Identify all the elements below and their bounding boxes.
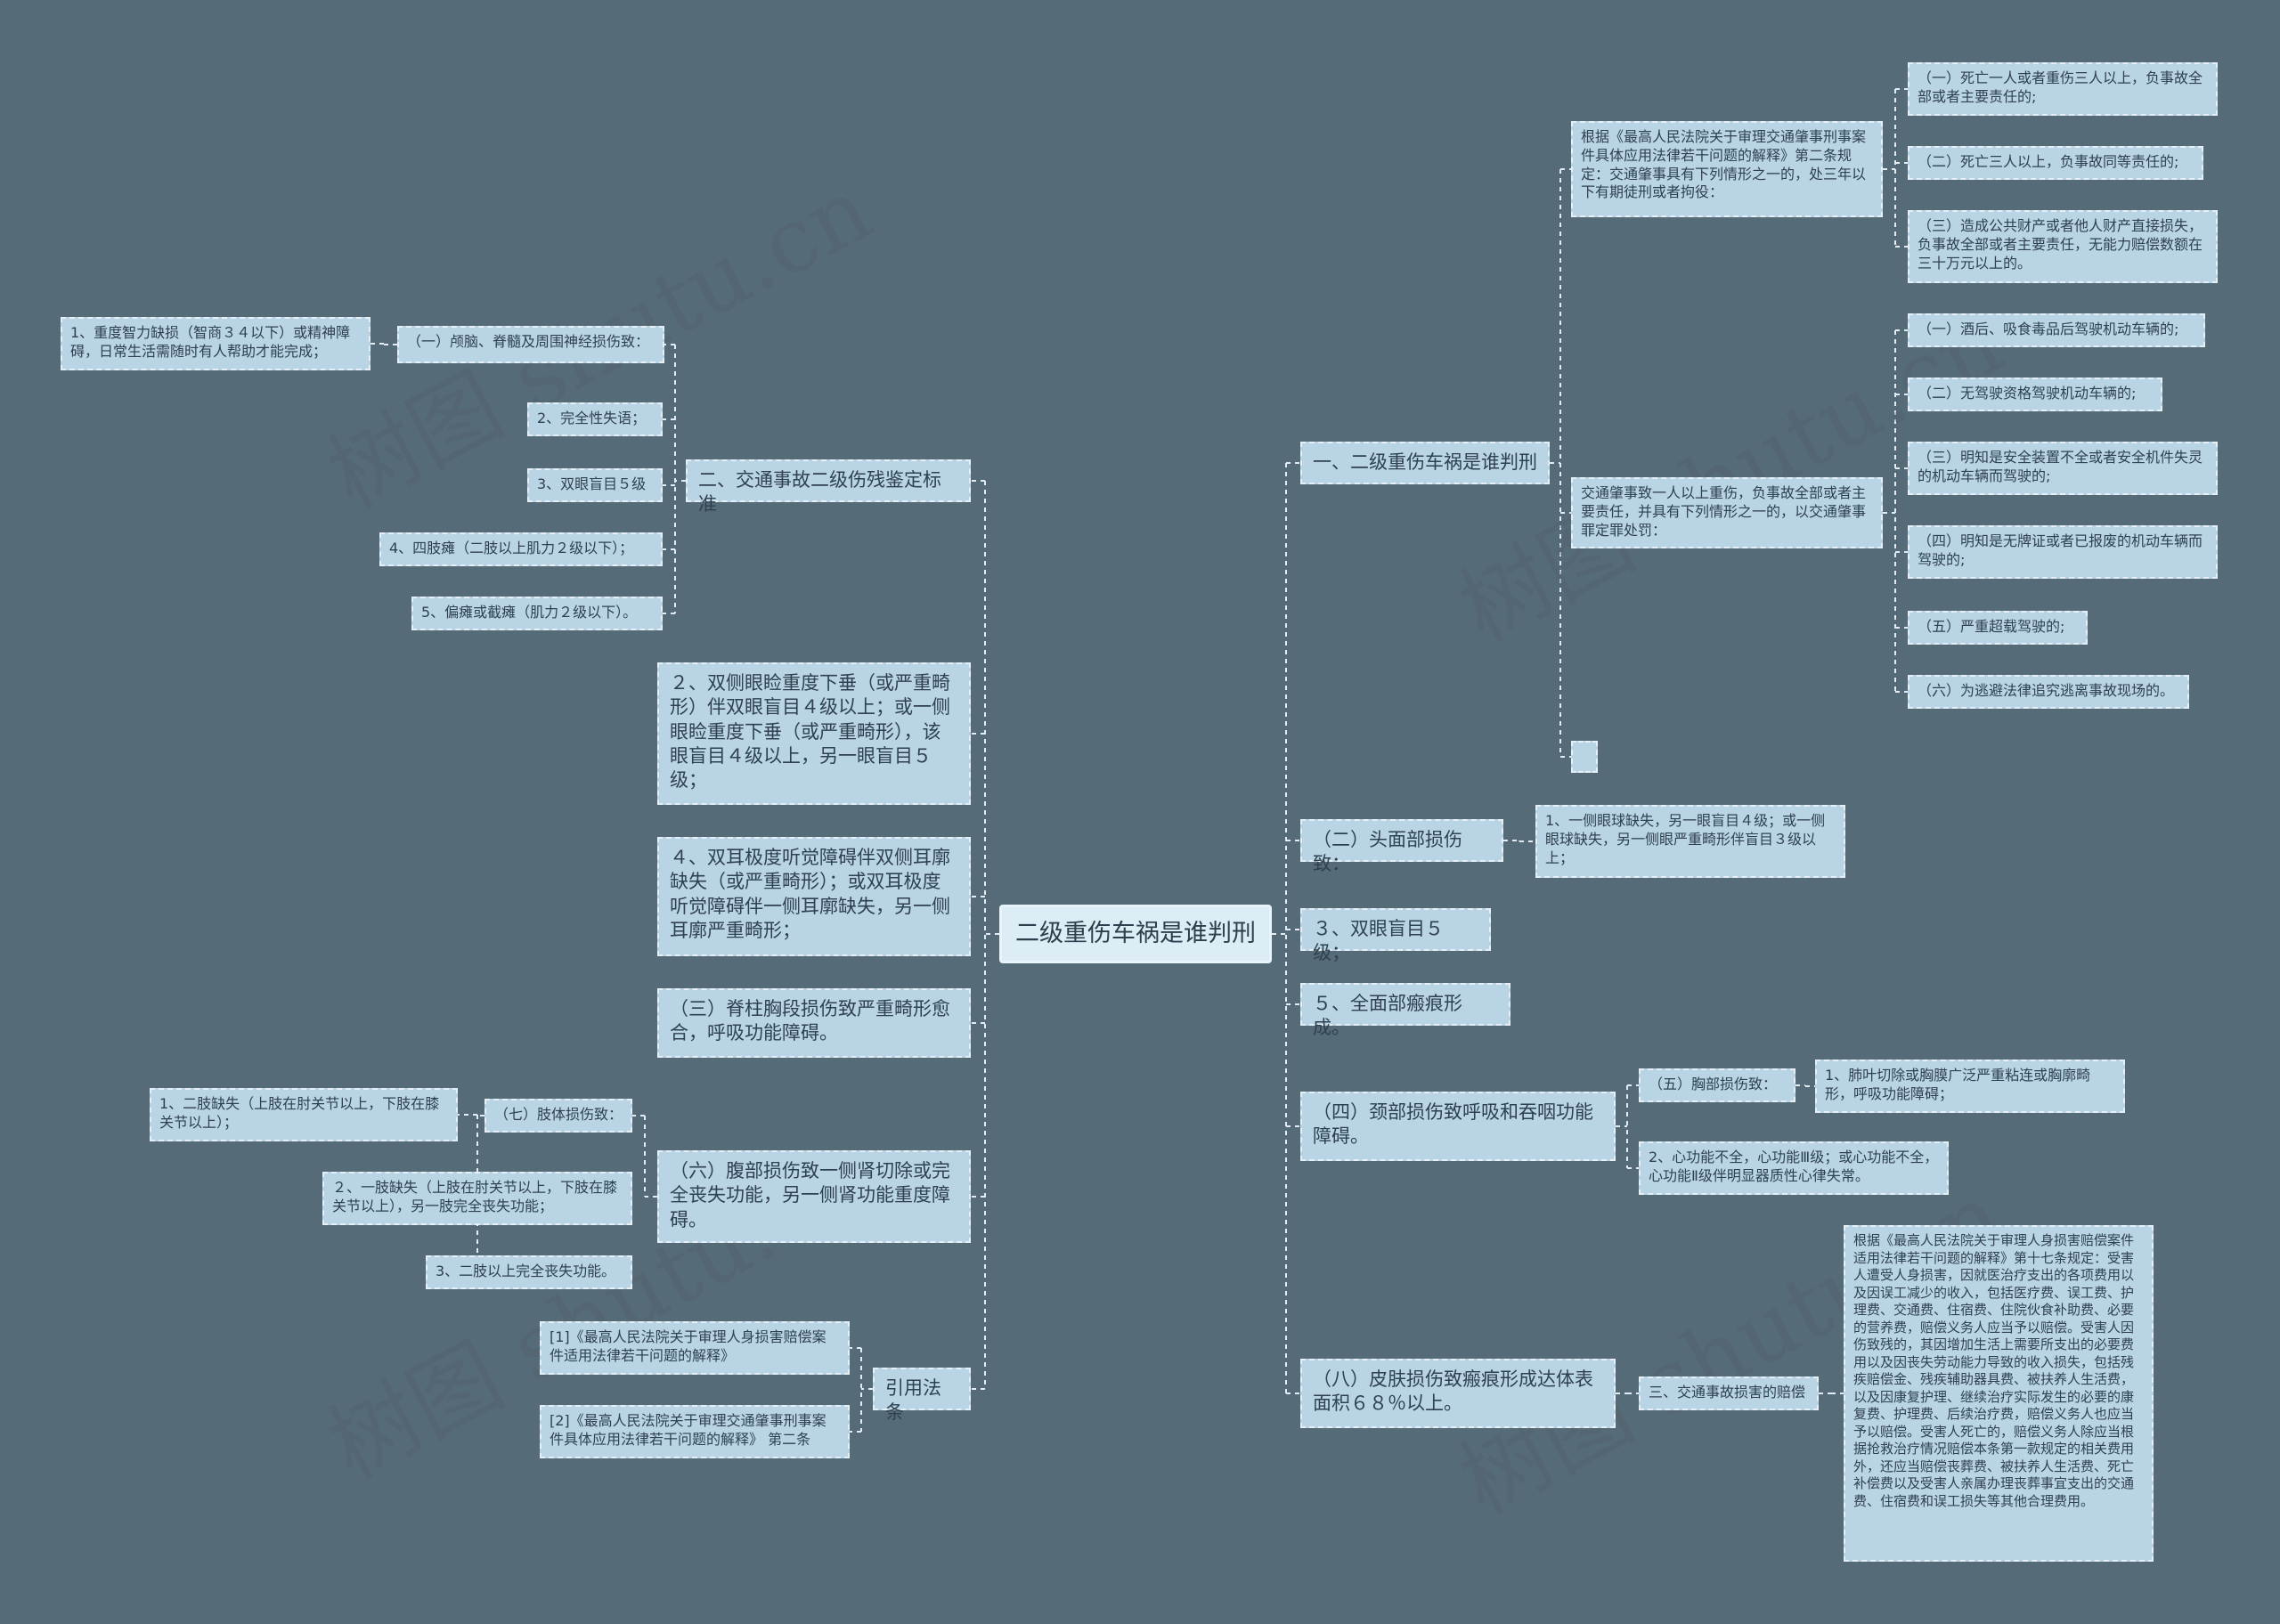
law-citation-1[interactable]: [1]《最高人民法院关于审理人身损害赔偿案件适用法律若干问题的解释》 xyxy=(540,1321,850,1375)
item-paraplegia[interactable]: 5、偏瘫或截瘫（肌力２级以下）。 xyxy=(411,597,663,630)
rule-no-license[interactable]: （二）无驾驶资格驾驶机动车辆的; xyxy=(1908,378,2162,411)
law-citation-2[interactable]: [2]《最高人民法院关于审理交通肇事刑事案件具体应用法律若干问题的解释》 第二条 xyxy=(540,1405,850,1458)
compensation-rule-text[interactable]: 根据《最高人民法院关于审理人身损害赔偿案件适用法律若干问题的解释》第十七条规定：… xyxy=(1844,1225,2154,1562)
topic-cited-laws[interactable]: 引用法条 xyxy=(873,1368,971,1423)
rule-unsafe-vehicle[interactable]: （三）明知是安全装置不全或者安全机件失灵的机动车辆而驾驶的; xyxy=(1908,442,2218,495)
topic-who-sentenced[interactable]: 一、二级重伤车祸是谁判刑 xyxy=(1300,442,1550,484)
item-eyeball-missing[interactable]: 1、一侧眼球缺失，另一眼盲目４级；或一侧眼球缺失，另一侧眼严重畸形伴盲目３级以上… xyxy=(1535,805,1845,878)
topic-spine-injury[interactable]: （三）脊柱胸段损伤致严重畸形愈合，呼吸功能障碍。 xyxy=(657,988,971,1058)
item-quadriplegia[interactable]: 4、四肢瘫（二肢以上肌力２级以下）； xyxy=(379,532,663,566)
rule-case-2[interactable]: （二）死亡三人以上，负事故同等责任的; xyxy=(1908,146,2203,180)
topic-both-eyes-blind[interactable]: ３、双眼盲目５级； xyxy=(1300,908,1491,963)
topic-face-scar[interactable]: ５、全面部瘢痕形成。 xyxy=(1300,983,1510,1038)
item-blind-level5[interactable]: 3、双眼盲目５级 xyxy=(527,468,663,502)
rule-overload[interactable]: （五）严重超载驾驶的; xyxy=(1908,611,2088,645)
topic-eyelid-ptosis[interactable]: ２、双侧眼睑重度下垂（或严重畸形）伴双眼盲目４级以上；或一侧眼睑重度下垂（或严重… xyxy=(657,662,971,805)
item-heart-failure[interactable]: 2、心功能不全，心功能Ⅲ级；或心功能不全，心功能Ⅱ级伴明显器质性心律失常。 xyxy=(1639,1141,1949,1195)
topic-compensation[interactable]: 三、交通事故损害的赔偿 xyxy=(1639,1376,1819,1410)
topic-chest-injury[interactable]: （五）胸部损伤致： xyxy=(1639,1068,1796,1102)
item-lung-resection[interactable]: 1、肺叶切除或胸膜广泛严重粘连或胸廓畸形，呼吸功能障碍； xyxy=(1815,1060,2125,1113)
item-limbs-lost-function[interactable]: 3、二肢以上完全丧失功能。 xyxy=(426,1255,632,1289)
topic-head-injury[interactable]: （二）头面部损伤致： xyxy=(1300,819,1503,874)
item-one-limb-missing[interactable]: ２、一肢缺失（上肢在肘关节以上，下肢在膝关节以上），另一肢完全丧失功能； xyxy=(322,1172,632,1225)
item-aphasia[interactable]: 2、完全性失语； xyxy=(527,402,663,436)
topic-disability-standard[interactable]: 二、交通事故二级伤残鉴定标准 xyxy=(686,459,971,515)
topic-ear-hearing[interactable]: ４、双耳极度听觉障碍伴双侧耳廓缺失（或严重畸形）；或双耳极度听觉障碍伴一侧耳廓缺… xyxy=(657,837,971,956)
empty-node[interactable] xyxy=(1571,741,1598,773)
item-two-limbs-missing[interactable]: 1、二肢缺失（上肢在肘关节以上，下肢在膝关节以上）； xyxy=(150,1088,458,1141)
topic-limb-injury[interactable]: （七）肢体损伤致： xyxy=(484,1099,632,1133)
topic-neck-injury[interactable]: （四）颈部损伤致呼吸和吞咽功能障碍。 xyxy=(1300,1092,1616,1161)
topic-brain-injury[interactable]: （一）颅脑、脊髓及周围神经损伤致： xyxy=(397,326,664,363)
rule-case-3[interactable]: （三）造成公共财产或者他人财产直接损失，负事故全部或者主要责任，无能力赔偿数额在… xyxy=(1908,210,2218,283)
root-topic[interactable]: 二级重伤车祸是谁判刑 xyxy=(999,905,1272,963)
rule-hit-and-run[interactable]: （六）为逃避法律追究逃离事故现场的。 xyxy=(1908,675,2189,709)
topic-abdomen-injury[interactable]: （六）腹部损伤致一侧肾切除或完全丧失功能，另一侧肾功能重度障碍。 xyxy=(657,1150,971,1243)
rule-drunk-driving[interactable]: （一）酒后、吸食毒品后驾驶机动车辆的; xyxy=(1908,313,2205,347)
item-intelligence-defect[interactable]: 1、重度智力缺损（智商３４以下）或精神障碍，日常生活需随时有人帮助才能完成； xyxy=(61,317,370,370)
rule-aggravating-cases[interactable]: 交通肇事致一人以上重伤，负事故全部或者主要责任，并具有下列情形之一的，以交通肇事… xyxy=(1571,477,1883,548)
rule-case-1[interactable]: （一）死亡一人或者重伤三人以上，负事故全部或者主要责任的; xyxy=(1908,62,2218,116)
rule-unlicensed-vehicle[interactable]: （四）明知是无牌证或者已报废的机动车辆而驾驶的; xyxy=(1908,525,2218,579)
topic-skin-scar[interactable]: （八）皮肤损伤致瘢痕形成达体表面积６８％以上。 xyxy=(1300,1359,1616,1428)
rule-article-2[interactable]: 根据《最高人民法院关于审理交通肇事刑事案件具体应用法律若干问题的解释》第二条规定… xyxy=(1571,121,1883,217)
